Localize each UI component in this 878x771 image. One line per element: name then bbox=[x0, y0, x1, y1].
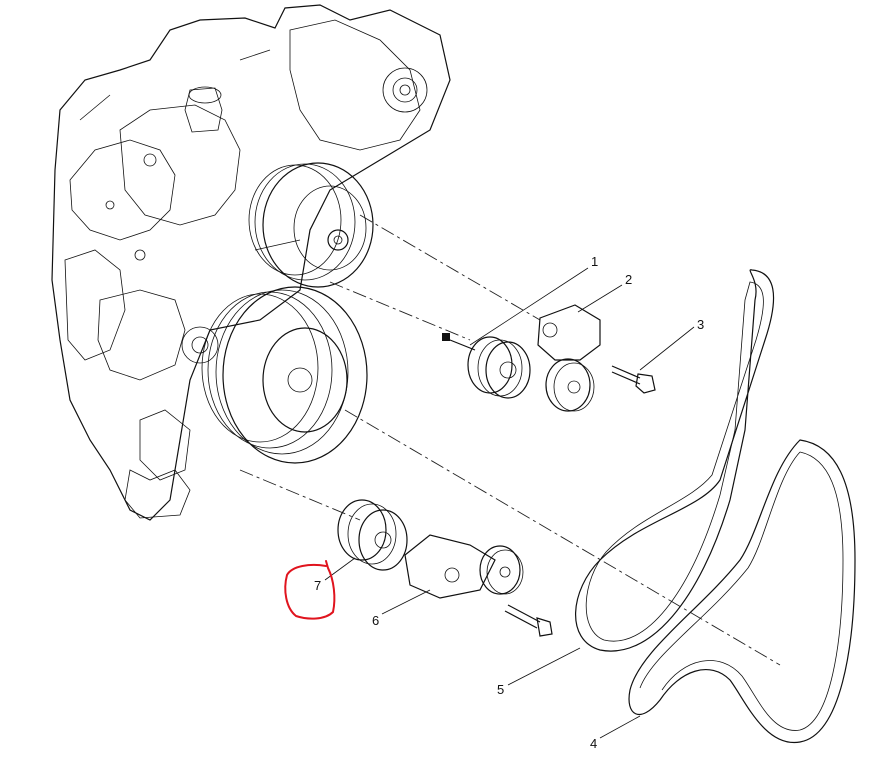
tensioner-part-2 bbox=[537, 304, 601, 412]
callout-1: 1 bbox=[591, 254, 598, 269]
callout-6: 6 bbox=[372, 613, 379, 628]
belt-part-4 bbox=[628, 439, 856, 743]
callout-7: 7 bbox=[314, 578, 321, 593]
tensioner-part-6 bbox=[404, 534, 553, 637]
upper-pulley bbox=[248, 162, 374, 288]
red-highlight-annotation bbox=[284, 560, 336, 620]
callout-5: 5 bbox=[497, 682, 504, 697]
callout-3: 3 bbox=[697, 317, 704, 332]
engine-block bbox=[51, 4, 451, 521]
idler-pulley-part-1 bbox=[442, 333, 531, 399]
belt-part-5 bbox=[575, 269, 775, 652]
callout-2: 2 bbox=[625, 272, 632, 287]
callout-4: 4 bbox=[590, 736, 597, 751]
projection-lines bbox=[239, 214, 781, 666]
crankshaft-damper bbox=[201, 286, 368, 464]
leader-lines bbox=[324, 267, 695, 739]
idler-pulley-part-7 bbox=[337, 499, 408, 571]
bolt-part-3 bbox=[611, 365, 656, 394]
